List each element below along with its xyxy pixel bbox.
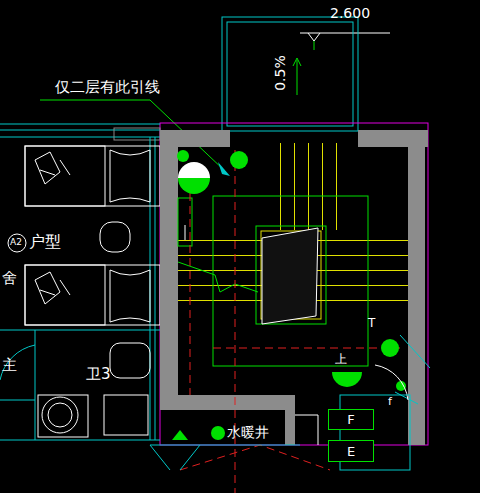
wall [160, 130, 428, 445]
level-line [300, 33, 390, 34]
box-letter: F [347, 413, 354, 426]
bed [25, 146, 160, 325]
unit-circle [8, 234, 26, 252]
level-value: 2.600 [330, 6, 370, 20]
shaft-name: 水暖井 [227, 425, 269, 439]
balcony [222, 17, 358, 131]
unit-type: 户型 [29, 234, 61, 250]
pipe-line [180, 150, 400, 493]
room-name: 主 [2, 358, 17, 373]
equipment-box: E [328, 440, 374, 462]
bathroom-fixture [38, 343, 150, 437]
symbol-letter: T [368, 317, 375, 329]
stair-well [178, 196, 368, 366]
pipe-symbol [172, 150, 406, 440]
slope-value: 0.5% [273, 55, 287, 91]
stair-direction: 上 [335, 353, 347, 365]
note-text: 仅二层有此引线 [55, 80, 160, 95]
stair-treads [268, 143, 338, 230]
room-name: 卫3 [86, 367, 111, 382]
equipment-box: F [328, 409, 374, 430]
unit-walls [0, 124, 160, 440]
unit-number: A2 [10, 238, 22, 247]
boundary [160, 123, 428, 445]
symbol-letter: f [388, 396, 392, 407]
room-name: 舍 [2, 271, 17, 286]
box-letter: E [347, 445, 355, 458]
leader-line [40, 100, 150, 101]
level-mark [308, 33, 320, 41]
